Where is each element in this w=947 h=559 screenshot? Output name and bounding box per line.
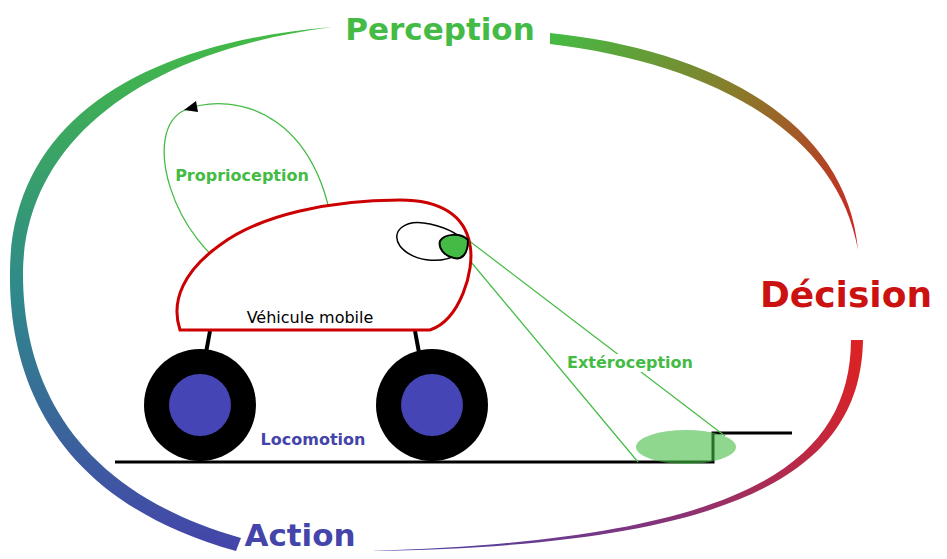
vehicle-body: Véhicule mobile [168,196,478,336]
cycle-stage: Perception [342,12,537,48]
sensor-housing [397,223,468,261]
cycle-stage: Action [241,518,358,554]
wheel-hub [169,374,231,436]
cycle-stage: Décision [757,274,935,315]
sense-label: Extéroception [564,354,696,372]
proprioception-loop [164,104,336,277]
wheel [144,349,256,461]
wheel [376,349,488,461]
body-outline [177,200,471,330]
arrowhead [184,101,198,112]
sensor-eye [440,235,468,259]
node-label: Véhicule mobile [247,309,374,327]
sensed-area [636,430,736,464]
sensor-beam [468,240,725,436]
motion-label: Locomotion [258,431,369,449]
wheel-hub [401,374,463,436]
sense-label: Proprioception [172,167,312,185]
loop-segment [550,33,858,250]
loop-segment [370,340,863,551]
arrowhead [231,268,244,279]
